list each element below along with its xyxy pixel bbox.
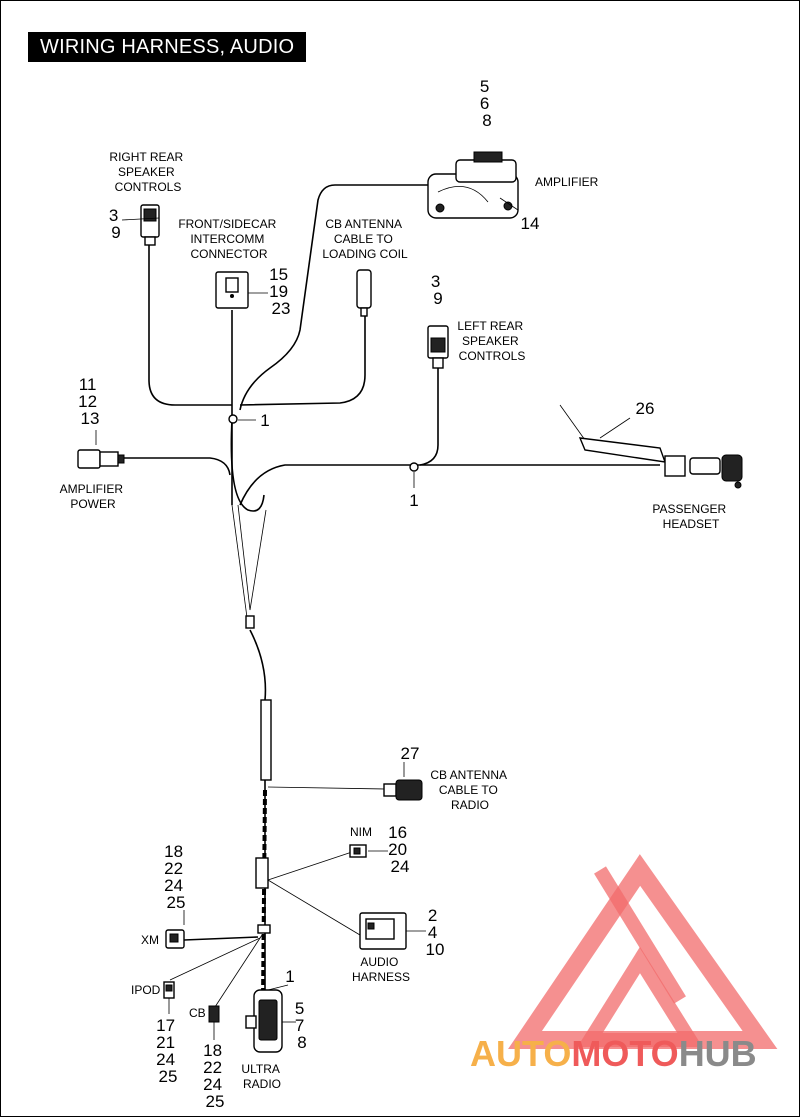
ipod-label: IPOD [131, 983, 161, 997]
connector-icon [140, 204, 160, 246]
callout-right-rear-speaker: 3 9 [109, 206, 123, 242]
ultra-radio-label: ULTRA RADIO [241, 1062, 282, 1091]
components [77, 151, 743, 1053]
callout-cb-antenna-radio: 27 [401, 744, 420, 763]
connector-icon [215, 271, 249, 309]
callout-nim: 16 20 24 [388, 823, 412, 876]
callout-headset-cable: 26 [636, 399, 655, 418]
callout-audio-harness: 2 4 10 [426, 906, 445, 959]
connector-icon [163, 981, 175, 999]
cb-antenna-radio-label: CB ANTENNA CABLE TO RADIO [430, 768, 509, 812]
callout-intercomm: 15 19 23 [269, 265, 293, 318]
connector-icon [245, 989, 283, 1053]
callout-xm: 18 22 24 25 [164, 842, 188, 912]
callout-cb: 18 22 24 25 [203, 1041, 227, 1111]
connector-icon [427, 325, 449, 369]
watermark-logo: AUTOMOTOHUB [470, 854, 778, 1074]
intercomm-label: FRONT/SIDECAR INTERCOMM CONNECTOR [178, 217, 279, 261]
cb-label: CB [189, 1006, 206, 1020]
amplifier-icon [427, 151, 519, 219]
connector-icon [349, 844, 367, 858]
callout-amplifier-power: 11 12 13 [78, 375, 102, 428]
watermark-word-hub: HUB [679, 1033, 757, 1074]
passenger-headset-label: PASSENGER HEADSET [652, 502, 729, 531]
connector-icon [383, 779, 423, 801]
svg-text:AUTOMOTOHUB: AUTOMOTOHUB [470, 1033, 757, 1074]
callout-left-rear-speaker: 3 9 [431, 272, 445, 308]
nim-label: NIM [350, 825, 372, 839]
clip-icon [228, 414, 238, 424]
audio-harness-label: AUDIO HARNESS [352, 955, 410, 984]
connector-icon [77, 449, 125, 469]
connector-icon [165, 929, 185, 949]
callout-amplifier-bracket: 14 [521, 214, 540, 233]
callout-ipod: 17 21 24 25 [156, 1016, 180, 1086]
xm-label: XM [141, 933, 159, 947]
cb-antenna-coil-label: CB ANTENNA CABLE TO LOADING COIL [322, 217, 408, 261]
amplifier-power-label: AMPLIFIER POWER [60, 482, 127, 511]
leader-lines [95, 197, 631, 1040]
connector-icon [359, 912, 407, 950]
connector-icon [356, 269, 372, 317]
callout-numbers: 5 6 8 14 3 9 15 19 23 3 9 1 1 11 12 13 2… [78, 77, 654, 1111]
callout-ultra-radio-side: 5 7 8 [295, 999, 309, 1052]
left-rear-speaker-label: LEFT REAR SPEAKER CONTROLS [457, 319, 526, 363]
right-rear-speaker-label: RIGHT REAR SPEAKER CONTROLS [109, 150, 186, 194]
amplifier-label: AMPLIFIER [535, 175, 599, 189]
connector-icon [208, 1005, 220, 1023]
callout-clip-upper: 1 [260, 411, 269, 430]
connector-icon [578, 437, 743, 489]
callout-clip-right: 1 [409, 491, 418, 510]
part-labels: RIGHT REAR SPEAKER CONTROLS FRONT/SIDECA… [60, 150, 729, 1091]
page-title: WIRING HARNESS, AUDIO [28, 32, 307, 62]
clip-icon [409, 462, 419, 472]
callout-amplifier: 5 6 8 [480, 77, 494, 130]
callout-ultra-radio-top: 1 [285, 967, 294, 986]
watermark-word-moto: MOTO [571, 1033, 678, 1074]
wires [120, 184, 660, 1011]
watermark-word-auto: AUTO [470, 1033, 571, 1074]
